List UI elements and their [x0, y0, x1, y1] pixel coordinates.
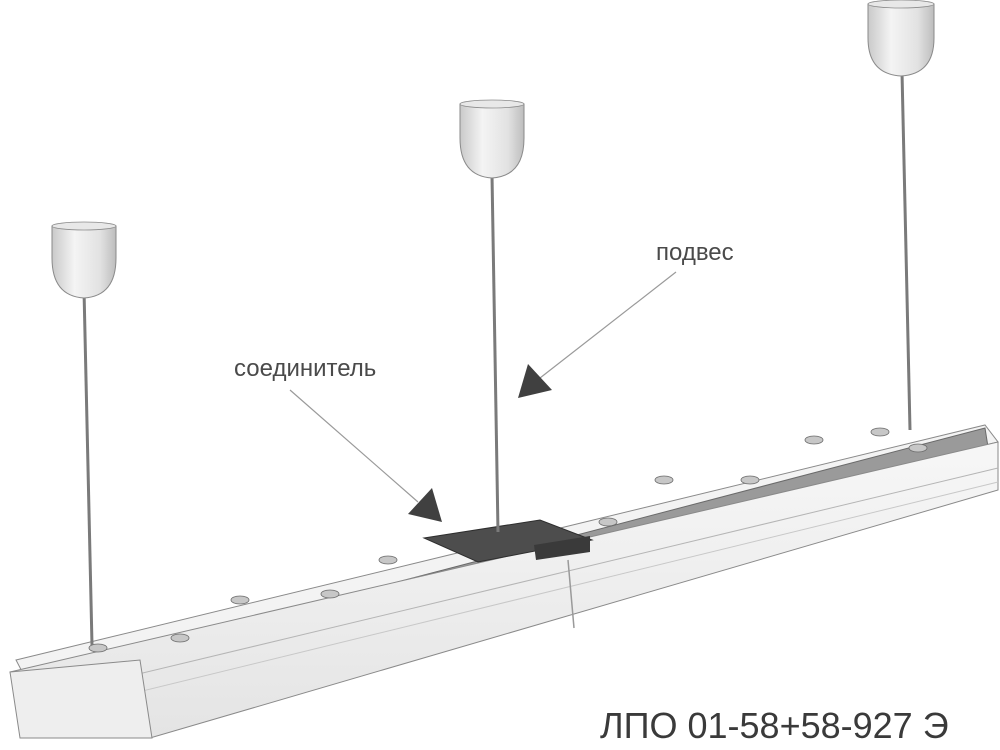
rod [490, 174, 500, 533]
rod [82, 289, 94, 646]
suspension-right [867, 0, 935, 431]
connector-label: соединитель [234, 355, 376, 382]
diffuser [9, 441, 999, 739]
rail-fasteners [88, 427, 928, 653]
suspension-left [51, 221, 117, 646]
ceiling-cup [459, 103, 525, 179]
suspension-middle [459, 99, 525, 533]
model-designation: ЛПО 01-58+58-927 Э [600, 705, 949, 746]
ceiling-cup [867, 3, 935, 77]
ceiling-cup [51, 225, 117, 299]
module-joint [567, 559, 575, 629]
connector-callout-arrow [289, 389, 442, 522]
suspension-callout-arrow [518, 271, 677, 398]
rod [900, 71, 912, 431]
connector-plate [422, 519, 594, 563]
suspension-label: подвес [656, 239, 734, 266]
luminaire-body [9, 424, 999, 739]
end-cap [9, 659, 153, 739]
